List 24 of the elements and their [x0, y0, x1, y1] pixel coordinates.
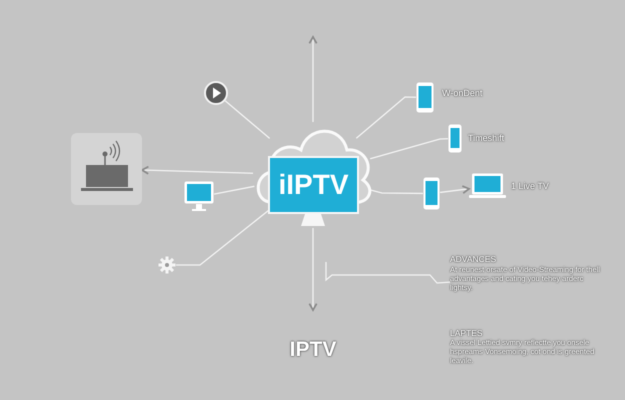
arrow [308, 36, 318, 122]
smartphone-icon [423, 177, 440, 210]
connector-line [370, 138, 448, 160]
smartphone-icon [448, 124, 462, 153]
gear-icon [158, 256, 176, 274]
play-icon [204, 81, 228, 105]
monitor-icon [184, 181, 214, 213]
connector-line [325, 262, 450, 284]
arrow [141, 166, 254, 175]
connector-line [176, 210, 269, 266]
section-heading: LAPTES [450, 328, 484, 338]
connector-line [356, 96, 416, 139]
device-label: 1 Live TV [511, 181, 549, 191]
connector-line [214, 186, 254, 195]
connector-line [370, 189, 423, 194]
broadcast-panel [71, 133, 142, 205]
device-label: W-onDent [442, 88, 482, 98]
smartphone-icon [416, 82, 434, 113]
arrow [440, 185, 470, 194]
laptop-icon [469, 173, 506, 200]
connector-line [224, 100, 270, 139]
node-label: iIPTV [278, 169, 348, 201]
device-label: Timeshift [468, 133, 504, 143]
node-label: IPTV [288, 338, 338, 362]
